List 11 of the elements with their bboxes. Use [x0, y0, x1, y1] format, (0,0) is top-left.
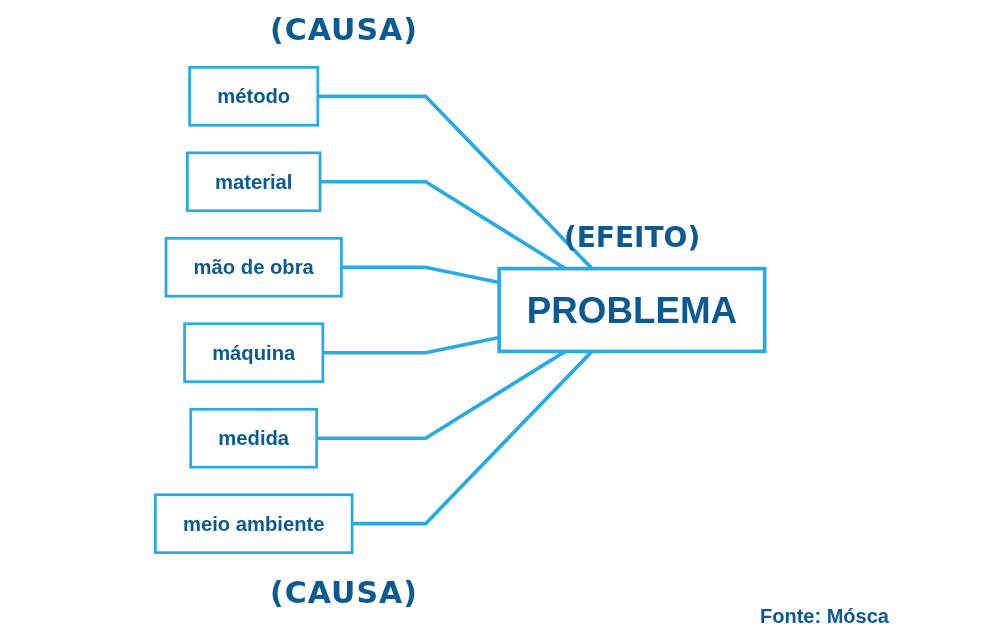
node-box: método: [188, 65, 320, 127]
effect-heading: (EFEITO): [563, 220, 701, 254]
cause-heading: (CAUSA): [270, 575, 418, 610]
node-box: PROBLEMA: [497, 266, 767, 354]
node-box: máquina: [183, 322, 325, 384]
node-box: material: [185, 151, 322, 213]
node-box: mão de obra: [164, 236, 343, 298]
source-note: Fonte: Mósca: [760, 605, 889, 628]
node-box: medida: [189, 407, 319, 469]
cause-heading: (CAUSA): [270, 12, 418, 47]
node-box: meio ambiente: [153, 493, 354, 555]
